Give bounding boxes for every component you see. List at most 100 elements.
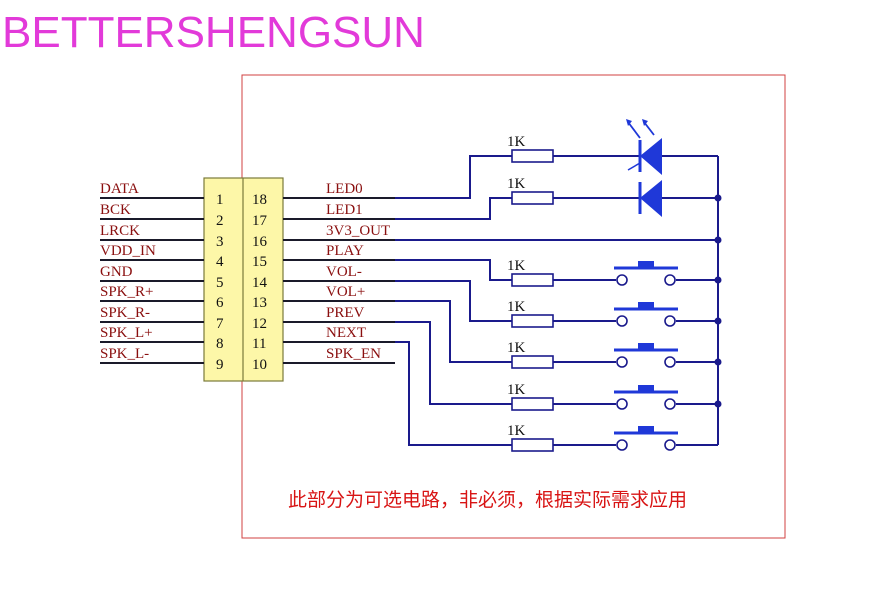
signal-label-next: NEXT — [326, 325, 366, 341]
pin-number-2: 2 — [216, 213, 224, 229]
resistor-vol-plus — [511, 355, 554, 369]
switch-contact — [664, 439, 676, 451]
resistor-label: 1K — [507, 340, 526, 356]
right-signals: LED0 LED1 3V3_OUT PLAY VOL- VOL+ PREV NE… — [283, 181, 395, 364]
pin-number-7: 7 — [216, 316, 224, 332]
junction-dot — [714, 400, 722, 408]
pin-number-18: 18 — [252, 192, 267, 208]
push-button-switch-icon — [614, 385, 678, 410]
switch-contact — [664, 356, 676, 368]
switch-contact — [616, 315, 628, 327]
switch-cap — [638, 343, 654, 349]
pin-number-3: 3 — [216, 234, 224, 250]
led-1-icon — [638, 180, 662, 217]
signal-label-spk-r-minus: SPK_R- — [100, 305, 150, 321]
switch-cap — [638, 426, 654, 432]
junction-dot — [714, 358, 722, 366]
resistor-vol-minus — [511, 314, 554, 328]
resistor-label: 1K — [507, 382, 526, 398]
wire-prev — [395, 321, 512, 405]
pin-number-14: 14 — [252, 275, 268, 291]
pin-number-13: 13 — [252, 295, 267, 311]
pin-number-11: 11 — [252, 336, 266, 352]
wire-led0 — [395, 155, 512, 199]
switches — [614, 261, 678, 451]
pin-number-17: 17 — [252, 213, 268, 229]
signal-label-led1: LED1 — [326, 202, 363, 218]
resistor-next — [511, 438, 554, 452]
push-button-switch-icon — [614, 343, 678, 368]
wires — [395, 155, 719, 446]
right-pin-numbers: 18 17 16 15 14 13 12 11 10 — [252, 192, 268, 373]
resistor-label: 1K — [507, 299, 526, 315]
pin-number-16: 16 — [252, 234, 268, 250]
pin-number-9: 9 — [216, 357, 224, 373]
optional-circuit-note: 此部分为可选电路，非必须，根据实际需求应用 — [288, 489, 687, 511]
switch-cap — [638, 261, 654, 267]
switch-contact — [616, 356, 628, 368]
left-signals: DATA BCK LRCK VDD_IN GND SPK_R+ SPK_R- S… — [100, 181, 204, 364]
signal-label-3v3-out: 3V3_OUT — [326, 223, 390, 239]
signal-label-vol-plus: VOL+ — [326, 284, 365, 300]
brand-title: BETTERSHENGSUN — [2, 8, 425, 57]
signal-label-prev: PREV — [326, 305, 365, 321]
signal-label-vol-minus: VOL- — [326, 264, 362, 280]
wire-led1 — [395, 197, 512, 220]
pin-number-8: 8 — [216, 336, 224, 352]
resistor-prev — [511, 397, 554, 411]
left-pin-numbers: 1 2 3 4 5 6 7 8 9 — [216, 192, 224, 373]
resistor-label: 1K — [507, 176, 526, 192]
resistor-led1 — [511, 191, 554, 205]
pin-number-1: 1 — [216, 192, 224, 208]
pin-number-4: 4 — [216, 254, 224, 270]
wire-vol-plus — [395, 300, 512, 363]
push-button-switch-icon — [614, 261, 678, 286]
switch-contact — [616, 398, 628, 410]
switch-contact — [664, 398, 676, 410]
signal-label-spk-r-plus: SPK_R+ — [100, 284, 153, 300]
pin-number-6: 6 — [216, 295, 224, 311]
signal-label-gnd: GND — [100, 264, 133, 280]
pin-number-10: 10 — [252, 357, 267, 373]
signal-label-play: PLAY — [326, 243, 364, 259]
pin-number-15: 15 — [252, 254, 267, 270]
led-arrow-head — [626, 119, 632, 126]
signal-label-led0: LED0 — [326, 181, 363, 197]
wire-next — [395, 341, 512, 446]
switch-contact — [616, 439, 628, 451]
signal-label-spk-l-plus: SPK_L+ — [100, 325, 153, 341]
led-arrow-head — [642, 119, 648, 126]
junction-dot — [714, 236, 722, 244]
led-arrow — [627, 162, 641, 171]
led-triangle — [640, 180, 662, 217]
led-arrow — [627, 121, 641, 139]
signal-label-spk-l-minus: SPK_L- — [100, 346, 149, 362]
switch-cap — [638, 385, 654, 391]
signal-label-spk-en: SPK_EN — [326, 346, 381, 362]
switch-contact — [664, 274, 676, 286]
switch-contact — [616, 274, 628, 286]
resistor-label: 1K — [507, 258, 526, 274]
junction-dots — [714, 194, 722, 408]
pin-number-12: 12 — [252, 316, 267, 332]
junction-dot — [714, 317, 722, 325]
junction-dot — [714, 276, 722, 284]
led-0-icon — [626, 119, 662, 175]
wire-play — [395, 259, 512, 281]
resistors: 1K 1K 1K 1K 1K 1K 1K — [507, 134, 554, 452]
push-button-switch-icon — [614, 426, 678, 451]
led-triangle — [640, 138, 662, 175]
signal-label-bck: BCK — [100, 202, 131, 218]
signal-label-vdd-in: VDD_IN — [100, 243, 156, 259]
switch-contact — [664, 315, 676, 327]
pin-number-5: 5 — [216, 275, 224, 291]
switch-cap — [638, 302, 654, 308]
resistor-label: 1K — [507, 134, 526, 150]
resistor-play — [511, 273, 554, 287]
junction-dot — [714, 194, 722, 202]
led-arrow — [643, 121, 655, 136]
signal-label-data: DATA — [100, 181, 139, 197]
signal-label-lrck: LRCK — [100, 223, 140, 239]
resistor-led0 — [511, 149, 554, 163]
